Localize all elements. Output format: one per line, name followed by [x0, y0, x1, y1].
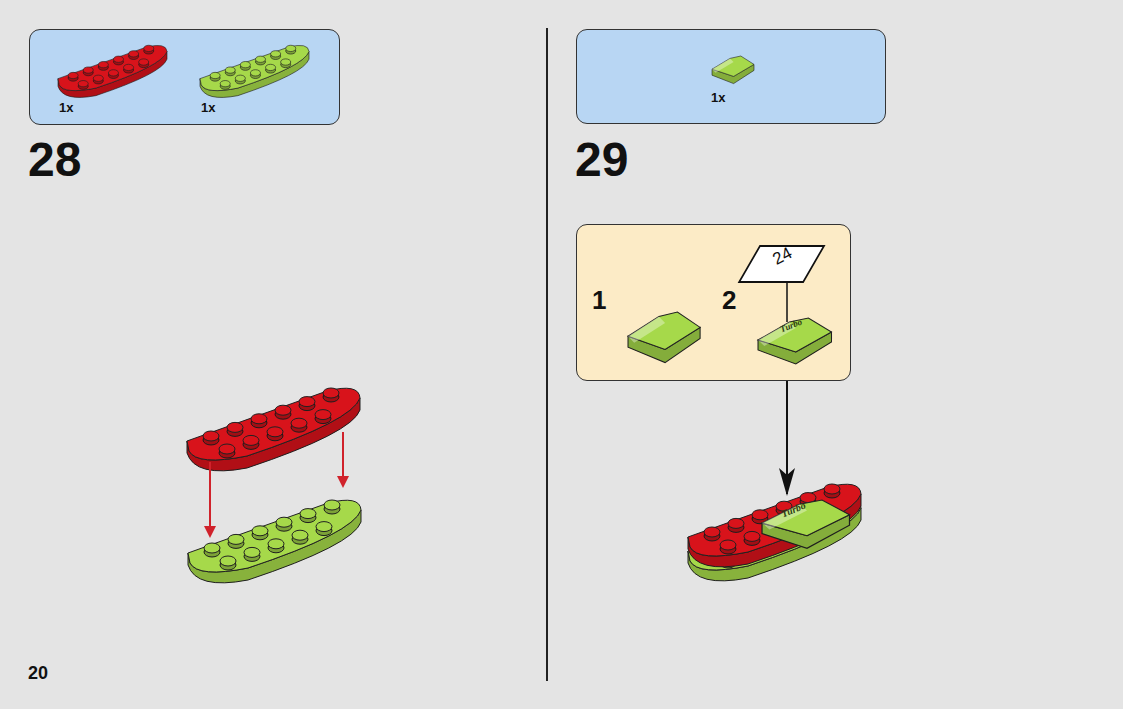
sticker-print: Turbo — [780, 501, 807, 520]
panel-fill — [29, 29, 340, 125]
sub-step-number: 1 — [592, 285, 606, 316]
sub-step-number: 2 — [722, 285, 736, 316]
step-number: 29 — [575, 136, 628, 184]
panel-fill — [576, 29, 886, 124]
page-number: 20 — [28, 664, 48, 682]
panel-fill — [576, 224, 851, 381]
sub-step-callout: 12 — [576, 224, 851, 381]
part-quantity: 1x — [59, 100, 73, 115]
step-number: 28 — [28, 136, 81, 184]
part-quantity: 1x — [201, 100, 215, 115]
part-quantity: 1x — [711, 90, 725, 105]
parts-list-box: 1x — [576, 29, 886, 124]
parts-list-box: 1x 1x — [29, 29, 340, 125]
